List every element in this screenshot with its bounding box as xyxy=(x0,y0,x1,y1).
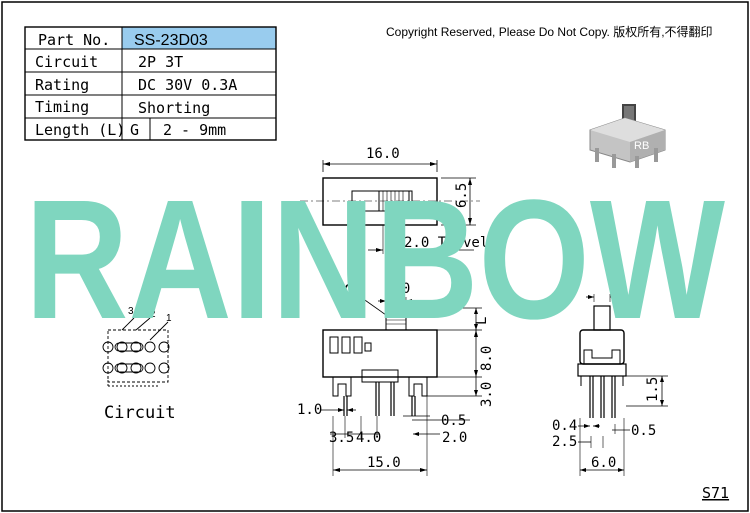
dim-c: 0.5 xyxy=(441,413,466,429)
circuit-pin-3: 3 xyxy=(128,306,134,317)
top-height-dim: 6.5 xyxy=(454,183,470,208)
g-label: G xyxy=(344,280,357,299)
dim-d: 2.0 xyxy=(442,430,467,446)
circuit-label: Circuit xyxy=(35,53,98,71)
side-pin-length-dim: 1.5 xyxy=(645,377,661,402)
part-no-label: Part No. xyxy=(38,31,110,49)
dim-a: 3.5 xyxy=(329,430,354,446)
total-length-dim: 15.0 xyxy=(367,455,401,471)
timing-label: Timing xyxy=(35,98,89,116)
timing-value: Shorting xyxy=(138,99,210,117)
pin-height-dim: 3.0 xyxy=(479,382,495,407)
product-photo: RB xyxy=(589,104,666,168)
dim-b: 4.0 xyxy=(356,430,381,446)
part-no-highlight xyxy=(122,27,276,49)
length-value: 2 - 9mm xyxy=(163,121,226,139)
front-view xyxy=(320,297,482,476)
rating-value: DC 30V 0.3A xyxy=(138,76,237,94)
drawing-code: S71 xyxy=(702,484,729,502)
side-pin-thickness-dim: 0.4 xyxy=(552,418,577,434)
top-view xyxy=(300,160,480,254)
side-width-dim: 6.0 xyxy=(591,455,616,471)
side-pitch-dim: 2.5 xyxy=(552,434,577,450)
travel-dim: 2.0 Travel xyxy=(404,235,488,251)
side-view xyxy=(577,294,668,476)
photo-mark: RB xyxy=(634,140,649,152)
rating-label: Rating xyxy=(35,76,89,94)
top-width-dim: 16.0 xyxy=(366,146,400,162)
circuit-pin-1: 1 xyxy=(166,313,172,324)
circuit-schematic xyxy=(102,317,170,387)
length-prefix: G xyxy=(130,121,139,139)
circuit-label: Circuit xyxy=(104,403,176,423)
side-pin-width-dim: 0.5 xyxy=(631,423,656,439)
copyright-notice: Copyright Reserved, Please Do Not Copy. … xyxy=(386,24,713,39)
circuit-pin-2: 2 xyxy=(150,309,156,320)
side-top-dim: 2.5 xyxy=(618,282,643,298)
length-l-label: L xyxy=(474,317,490,325)
body-height-dim: 8.0 xyxy=(479,346,495,371)
part-no-value: SS-23D03 xyxy=(134,32,208,49)
length-label: Length (L) xyxy=(35,121,125,139)
circuit-value: 2P 3T xyxy=(138,53,183,71)
actuator-width-dim: 3.0 xyxy=(385,281,410,297)
spec-table: Part No. SS-23D03 Circuit 2P 3T Rating D… xyxy=(24,26,277,141)
rainbow-watermark: RAINBOW xyxy=(25,165,725,355)
pin-width-dim: 1.0 xyxy=(297,402,322,418)
